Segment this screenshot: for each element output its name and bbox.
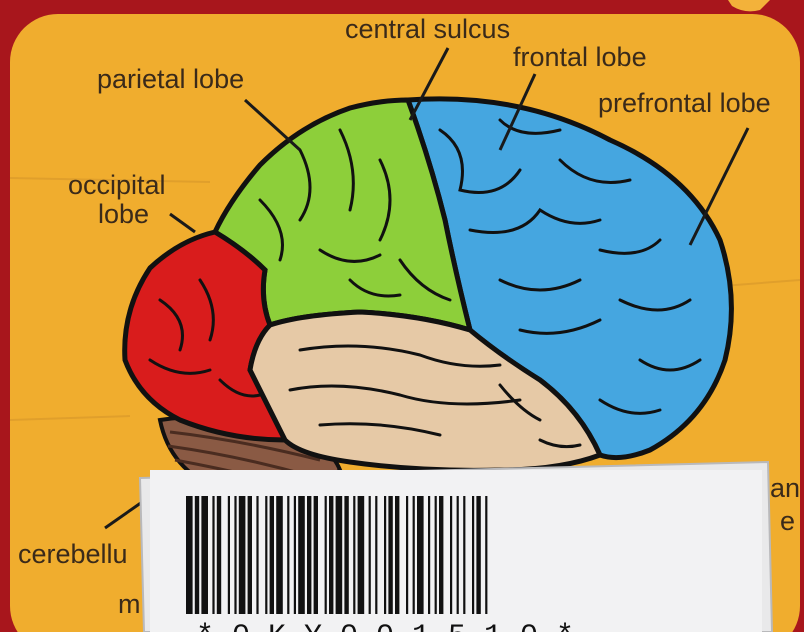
barcode-bar [369,496,371,614]
barcode-bar [256,496,258,614]
barcode-bar [375,496,377,614]
barcode-bar [428,496,430,614]
barcode-bar [298,496,305,614]
barcode-bar [228,496,230,614]
barcode-bar [388,496,392,614]
barcode-bar [450,496,452,614]
right-partial-label-2: e [780,506,795,536]
barcode-bar [358,496,365,614]
central-sulcus-label: central sulcus [345,14,510,44]
occipital-label-line1: occipital [68,170,166,200]
barcode-bar [336,496,343,614]
barcode-text: * 0 K Y 0 0 1 5 1 0 * [196,620,574,632]
bottom-left-partial-label: m [118,589,141,619]
barcode-bar [270,496,274,614]
barcode-bar [314,496,318,614]
barcode-bar [212,496,214,614]
barcode-bar [201,496,208,614]
barcode-bar [186,496,193,614]
occipital-label-line2: lobe [98,199,149,229]
barcode-bar [344,496,348,614]
right-partial-label-1: an [770,473,800,503]
frontal-lobe-label: frontal lobe [513,42,647,72]
barcode-bar [287,496,289,614]
barcode-bar [234,496,236,614]
barcode-bar [384,496,386,614]
barcode-bar [195,496,199,614]
barcode-bar [485,496,487,614]
barcode-bar [472,496,474,614]
barcode-sticker: * 0 K Y 0 0 1 5 1 0 * [140,462,772,632]
barcode-bar [463,496,465,614]
barcode-bar [325,496,327,614]
barcode-bar [439,496,443,614]
barcode-bar [417,496,424,614]
barcode-bar [265,496,267,614]
barcode-bar [294,496,296,614]
barcode-bar [457,496,459,614]
parietal-lobe-label: parietal lobe [97,64,244,94]
prefrontal-lobe-label: prefrontal lobe [598,88,771,118]
cerebellum-label: cerebellu [18,539,128,569]
barcode-bar [276,496,283,614]
barcode-bar [307,496,311,614]
barcode-bar [239,496,246,614]
barcode-bar [395,496,399,614]
barcode-bar [353,496,355,614]
barcode-bar [435,496,437,614]
barcode-bar [413,496,415,614]
barcode-bar [329,496,333,614]
barcode-bar [217,496,221,614]
barcode-bar [406,496,408,614]
barcode-bar [476,496,480,614]
barcode-bar [248,496,252,614]
